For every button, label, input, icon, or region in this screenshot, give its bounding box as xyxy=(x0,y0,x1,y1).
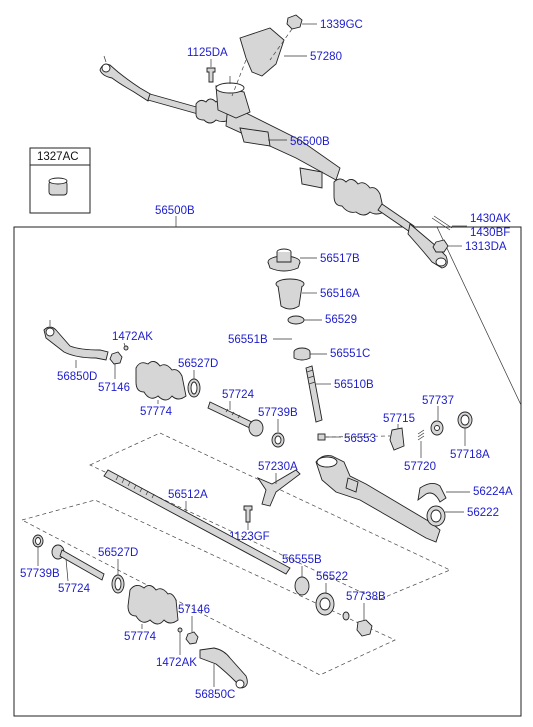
label-1327ac[interactable]: 1327AC xyxy=(37,151,79,163)
label-57739b-top[interactable]: 57739B xyxy=(258,407,298,419)
label-57774-bot[interactable]: 57774 xyxy=(124,631,157,643)
exploded-view-frame xyxy=(13,226,522,717)
label-56516a[interactable]: 56516A xyxy=(320,288,360,300)
label-56529[interactable]: 56529 xyxy=(325,314,357,326)
label-57718a[interactable]: 57718A xyxy=(450,449,490,461)
label-1430bf[interactable]: 1430BF xyxy=(470,227,510,239)
upper-gear-assembly xyxy=(99,14,453,269)
label-1313da[interactable]: 1313DA xyxy=(465,241,507,253)
label-57724-top[interactable]: 57724 xyxy=(222,389,255,401)
leader-1472ak-top xyxy=(123,342,126,347)
plug-icon xyxy=(48,177,68,196)
label-57737[interactable]: 57737 xyxy=(422,395,454,407)
leader-57724-bot xyxy=(65,558,69,582)
label-56527d-bot[interactable]: 56527D xyxy=(98,547,138,559)
label-56500b-box[interactable]: 56500B xyxy=(155,205,195,217)
lower-right-parts xyxy=(294,576,373,637)
label-56551b[interactable]: 56551B xyxy=(228,334,268,346)
label-57774-top[interactable]: 57774 xyxy=(140,406,173,418)
label-57230a[interactable]: 57230A xyxy=(258,461,298,473)
label-1125da[interactable]: 1125DA xyxy=(187,47,228,59)
label-57280[interactable]: 57280 xyxy=(310,51,342,63)
label-56527d-top[interactable]: 56527D xyxy=(178,358,218,370)
pinion-dash-link xyxy=(324,435,391,438)
lower-group-outline xyxy=(21,499,396,676)
label-56222[interactable]: 56222 xyxy=(467,507,499,519)
label-57146-bot[interactable]: 57146 xyxy=(178,604,210,616)
label-1430ak[interactable]: 1430AK xyxy=(470,213,511,225)
label-57720[interactable]: 57720 xyxy=(404,461,436,473)
label-1123gf[interactable]: 1123GF xyxy=(229,531,270,543)
legend-box-1327ac: 1327AC xyxy=(29,147,91,214)
label-56512a[interactable]: 56512A xyxy=(168,489,208,501)
label-57739b-bot[interactable]: 57739B xyxy=(20,568,60,580)
label-1339gc[interactable]: 1339GC xyxy=(320,19,363,31)
lower-left-rod-group xyxy=(32,534,248,689)
label-56551c[interactable]: 56551C xyxy=(330,348,370,360)
label-57715[interactable]: 57715 xyxy=(383,413,415,425)
tie-rod-end-left xyxy=(43,320,285,448)
label-56850d[interactable]: 56850D xyxy=(57,371,97,383)
rack-group-outline xyxy=(89,432,451,601)
label-1472ak-top[interactable]: 1472AK xyxy=(112,331,153,343)
label-1472ak-bot[interactable]: 1472AK xyxy=(156,657,197,669)
frame-leader-corner xyxy=(436,226,522,406)
label-56517b[interactable]: 56517B xyxy=(320,253,360,265)
label-57738b[interactable]: 57738B xyxy=(346,591,386,603)
gear-housing xyxy=(243,455,447,543)
pinion-parts xyxy=(267,248,473,451)
rack-bar xyxy=(103,469,291,575)
label-57724-bot[interactable]: 57724 xyxy=(58,583,91,595)
label-56522[interactable]: 56522 xyxy=(316,571,348,583)
label-56224a[interactable]: 56224A xyxy=(473,486,513,498)
label-56500b-top[interactable]: 56500B xyxy=(290,136,330,148)
label-56510b[interactable]: 56510B xyxy=(334,379,374,391)
label-56555b[interactable]: 56555B xyxy=(282,554,322,566)
label-56850c[interactable]: 56850C xyxy=(195,689,235,701)
label-57146-top[interactable]: 57146 xyxy=(98,382,130,394)
label-56553[interactable]: 56553 xyxy=(344,433,376,445)
